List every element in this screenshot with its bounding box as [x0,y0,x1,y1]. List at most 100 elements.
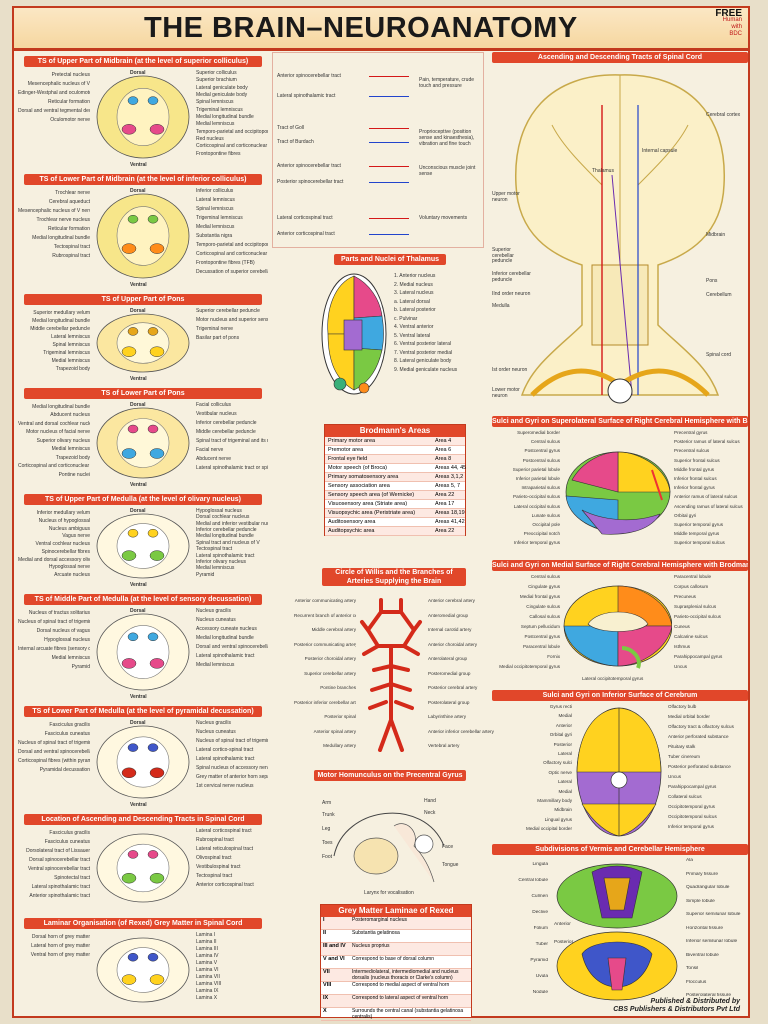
brodmann-title: Brodmann's Areas [325,425,465,437]
gyrus-label-left: Mammillary body [537,798,572,803]
structure-label-right: Medial lemniscus [196,662,235,668]
body-part-label: Neck [424,810,436,816]
structure-label-left: Ventral and dorsal cochlear nuclei [18,420,90,427]
body-part-label: Leg [322,826,331,832]
structure-label-left: Dorsal and ventral tegmental decussation [18,108,90,114]
structure-label-right: Lamina III [196,946,218,952]
structure-label-left: Nucleus of spinal tract of trigeminal ne… [18,619,90,625]
structure-label-right: Tectospinal tract [196,873,233,879]
thalamus-legend-item: 7. Ventral posterior medial [394,349,453,356]
cross-section-diagram [96,313,190,373]
vermis-label-right: Biventral lobule [686,952,719,958]
structure-label-right: Grey matter of anterior horn separated f… [196,774,268,780]
artery-label: Middle cerebral artery [311,627,356,632]
structure-label-left: Superior medullary velum [33,310,90,316]
structure-label-left: Nucleus ambiguus [48,525,90,532]
orientation-label: Ventral [130,482,147,488]
structure-label-right: Lamina I [196,932,216,938]
gyrus-label-right: Middle temporal gyrus [674,531,720,537]
gyrus-label-left: Superomedial border [517,430,560,435]
gyrus-label-left: Central sulcus [530,574,560,579]
structure-label-right: Medial longitudinal bundle [196,635,254,641]
cross-section-diagram [96,193,190,279]
artery-label: Internal carotid artery [428,627,472,632]
section-panel: TS of Middle Part of Medulla (at the lev… [18,594,268,702]
artery-label: Medullary artery [323,743,356,748]
gyrus-label-left: Inferior parietal lobule [515,476,560,481]
tract-diagram-label: Upper motor neuron [492,191,520,203]
structure-label-left: Fasciculus cuneatus [44,839,90,845]
free-badge: FREE Human with BDC [696,9,742,46]
gyrus-label-left: Postcentral gyrus [524,448,561,454]
section-title: TS of Middle Part of Medulla (at the lev… [24,594,262,605]
section-panel: TS of Lower Part of Midbrain (at the lev… [18,174,268,290]
section-panel: TS of Upper Part of Midbrain (at the lev… [18,56,268,170]
structure-label-right: Medial and inferior vestibular nucleus [196,520,268,527]
structure-label-right: Lamina V [196,960,218,966]
gyrus-label-right: Suprasplenial sulcus [674,604,717,609]
structure-label-right: Lateral spinothalamic tract [196,756,255,762]
tract-label: Anterior spinocerebellar tract [277,163,341,169]
vermis-label-mid: Posterior [554,940,574,945]
sulci-medial-title: Sulci and Gyri on Medial Surface of Righ… [492,560,748,571]
gyrus-label-right: Precuneus [674,594,696,599]
sulci-inferior-panel: Sulci and Gyri on Inferior Surface of Ce… [492,690,748,840]
structure-label-right: Medial lemniscus [196,121,235,128]
publisher-footer: Published & Distributed by CBS Publisher… [613,998,740,1014]
vermis-label-left: Pyramid [530,958,548,963]
structure-label-right: Olivospinal tract [196,855,232,861]
vermis-label-left: Folium [533,926,548,931]
gyrus-label-right: Anterior perforated substance [668,734,729,739]
section-title: Laminar Organisation (of Rexed) Grey Mat… [24,918,262,929]
thalamus-legend-item: a. Lateral dorsal [394,298,430,305]
structure-label-left: Ventral cochlear nucleus [35,541,90,548]
gyrus-label-left: Occipital pole [532,522,560,527]
section-title: Location of Ascending and Descending Tra… [24,814,262,825]
structure-label-left: Pretectal nucleus [51,72,90,78]
rexed-title: Grey Matter Laminae of Rexed [321,905,471,917]
thalamus-legend-item: 9. Medial geniculate nucleus [394,366,458,373]
tract-label: Anterior spinocerebellar tract [277,73,341,79]
vermis-label-left: Culmen [531,894,548,899]
section-title: TS of Upper Part of Midbrain (at the lev… [24,56,262,67]
gyrus-label-left: Cingulate gyrus [528,584,560,589]
structure-label-left: Motor nucleus of facial nerve [26,429,90,436]
structure-label-left: Pontine nuclei [58,471,90,478]
lamina-number: I [323,917,325,923]
structure-label-left: Spinotectal tract [54,875,90,881]
tract-diagram-label: Ist order neuron [492,367,528,373]
homunculus-panel: Motor Homunculus on the Precentral Gyrus… [314,770,466,900]
lamina-description: Correspond to lateral aspect of ventral … [352,995,449,1001]
tract-label: Tract of Goll [277,125,305,131]
structure-label-left: Dorsolateral tract of Lissauer [26,848,90,854]
tract-label: Lateral spinothalamic tract [277,93,336,99]
lamina-number: III and IV [323,943,346,949]
artery-label: Anterior inferior cerebellar artery [428,728,494,734]
structure-label-right: Anterior corticospinal tract [196,882,254,888]
structure-label-right: Nucleus gracilis [196,608,232,614]
tract-diagram-label: Superior cerebellar peduncle [492,247,514,264]
artery-label: Anteromedial group [428,612,469,618]
orientation-label: Ventral [130,162,147,168]
anatomy-poster: THE BRAIN–NEUROANATOMY FREE Human with B… [12,6,750,1021]
artery-label: Posterior communicating artery [294,641,356,647]
gyrus-label-right: Precentral sulcus [674,448,710,454]
tract-diagram-label: Midbrain [706,232,726,238]
gyrus-label-left: Parieto-occipital sulcus [513,494,560,500]
gyrus-label-right: Superior temporal gyrus [674,522,724,527]
tract-function-note: Proprioceptive (position sense and kinae… [419,129,475,147]
vermis-label-left: Lingula [532,862,548,867]
thalamus-legend-item: c. Pulvinar [394,315,418,322]
structure-label-right: Lamina VI [196,967,219,973]
orientation-label: Dorsal [130,308,146,314]
structure-label-left: Dorsal and ventral spinocerebellar tract… [18,749,90,755]
brodmann-area-number: Areas 18,19 [435,510,465,516]
gyrus-label-left: Posterior [553,741,572,747]
vermis-title: Subdivisions of Vermis and Cerebellar He… [492,844,748,855]
artery-label: Anterior choroidal artery [428,641,478,647]
